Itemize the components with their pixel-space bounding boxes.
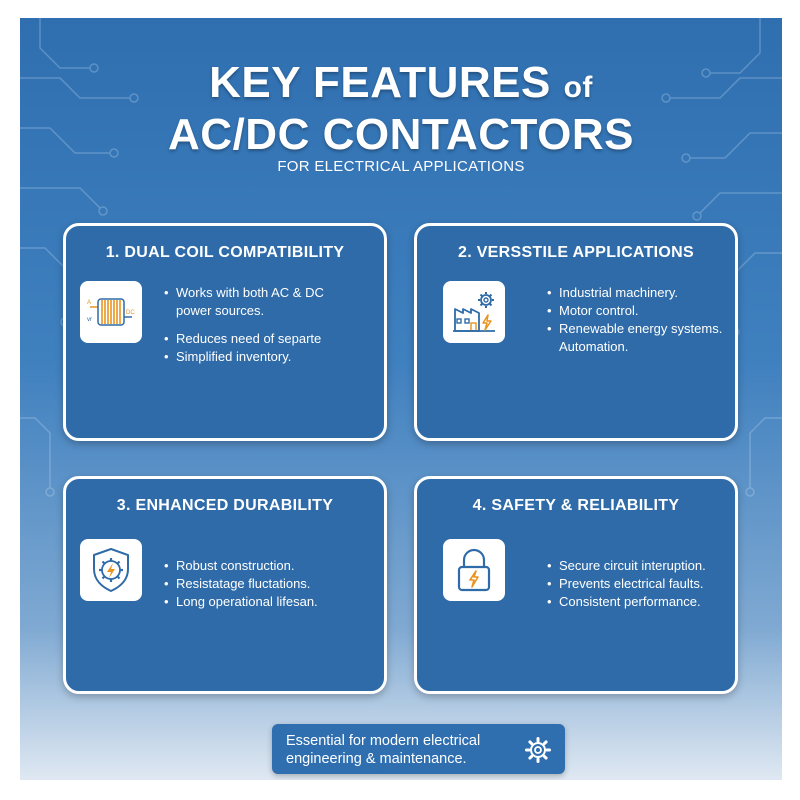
card-title: 1. DUAL COIL COMPATIBILITY (105, 244, 345, 261)
page-subtitle: FOR ELECTRICAL APPLICATIONS (277, 158, 525, 175)
feature-card-enhanced-durability: 3. ENHANCED DURABILITY Robust constructi… (63, 476, 387, 694)
coil-label-a: A (87, 300, 91, 306)
bullet-item: Resistatage fluctations. (164, 575, 380, 593)
page-title-line1: KEY FEATURES of (20, 58, 782, 108)
bullet-item: Renewable energy systems. (547, 320, 737, 338)
bullet-item: Motor control. (547, 302, 737, 320)
shield-gear-icon (93, 548, 129, 592)
bullet-item: Automation. (559, 339, 629, 354)
card-title: 2. VERSSTILE APPLICATIONS (458, 244, 694, 261)
feature-card-safety-reliability: 4. SAFETY & RELIABILITY Secure circuit i… (414, 476, 738, 694)
bullet-item: Long operational lifesan. (164, 593, 380, 611)
bullet-item: Simplified inventory. (164, 348, 380, 366)
bullet-item: Works with both AC & DC (164, 284, 380, 302)
footer-banner: Essential for modern electrical engineer… (272, 724, 565, 774)
bullet-list: Secure circuit interuption. Prevents ele… (547, 557, 737, 611)
gear-icon (525, 737, 551, 763)
page-title-line2: AC/DC CONTACTORS (168, 110, 634, 159)
coil-label-vr: vr (87, 317, 92, 323)
padlock-bolt-icon (457, 548, 491, 592)
title-of: of (563, 71, 593, 104)
bullet-item: Prevents electrical faults. (547, 575, 737, 593)
icon-container (443, 281, 505, 343)
bullet-item: Industrial machinery. (547, 284, 737, 302)
bullet-item: power sources. (176, 303, 265, 318)
footer-line1: Essential for modern electrical (286, 733, 481, 749)
card-title: 4. SAFETY & RELIABILITY (472, 497, 680, 514)
bullet-item: Reduces need of separte (164, 330, 380, 348)
bullet-item: Consistent performance. (547, 593, 737, 611)
poster: KEY FEATURES of AC/DC CONTACTORS FOR ELE… (20, 18, 782, 780)
footer-text: Essential for modern electrical engineer… (286, 732, 516, 768)
feature-card-versatile-applications: 2. VERSSTILE APPLICATIONS Indus (414, 223, 738, 441)
bullet-list: Works with both AC & DC power sources. R… (164, 284, 380, 366)
card-title: 3. ENHANCED DURABILITY (116, 497, 334, 514)
coil-icon: A vr DC (87, 298, 135, 326)
title-main: KEY FEATURES (209, 58, 551, 107)
coil-label-dc: DC (126, 310, 135, 316)
feature-card-dual-coil: 1. DUAL COIL COMPATIBILITY A vr DC Works… (63, 223, 387, 441)
icon-container (443, 539, 505, 601)
bullet-item: Robust construction. (164, 557, 380, 575)
icon-container: A vr DC (80, 281, 142, 343)
bullet-list: Industrial machinery. Motor control. Ren… (547, 284, 737, 356)
icon-container (80, 539, 142, 601)
bullet-list: Robust construction. Resistatage fluctat… (164, 557, 380, 611)
factory-gear-icon (453, 292, 495, 332)
footer-line2: engineering & maintenance. (286, 751, 467, 767)
bullet-item: Secure circuit interuption. (547, 557, 737, 575)
